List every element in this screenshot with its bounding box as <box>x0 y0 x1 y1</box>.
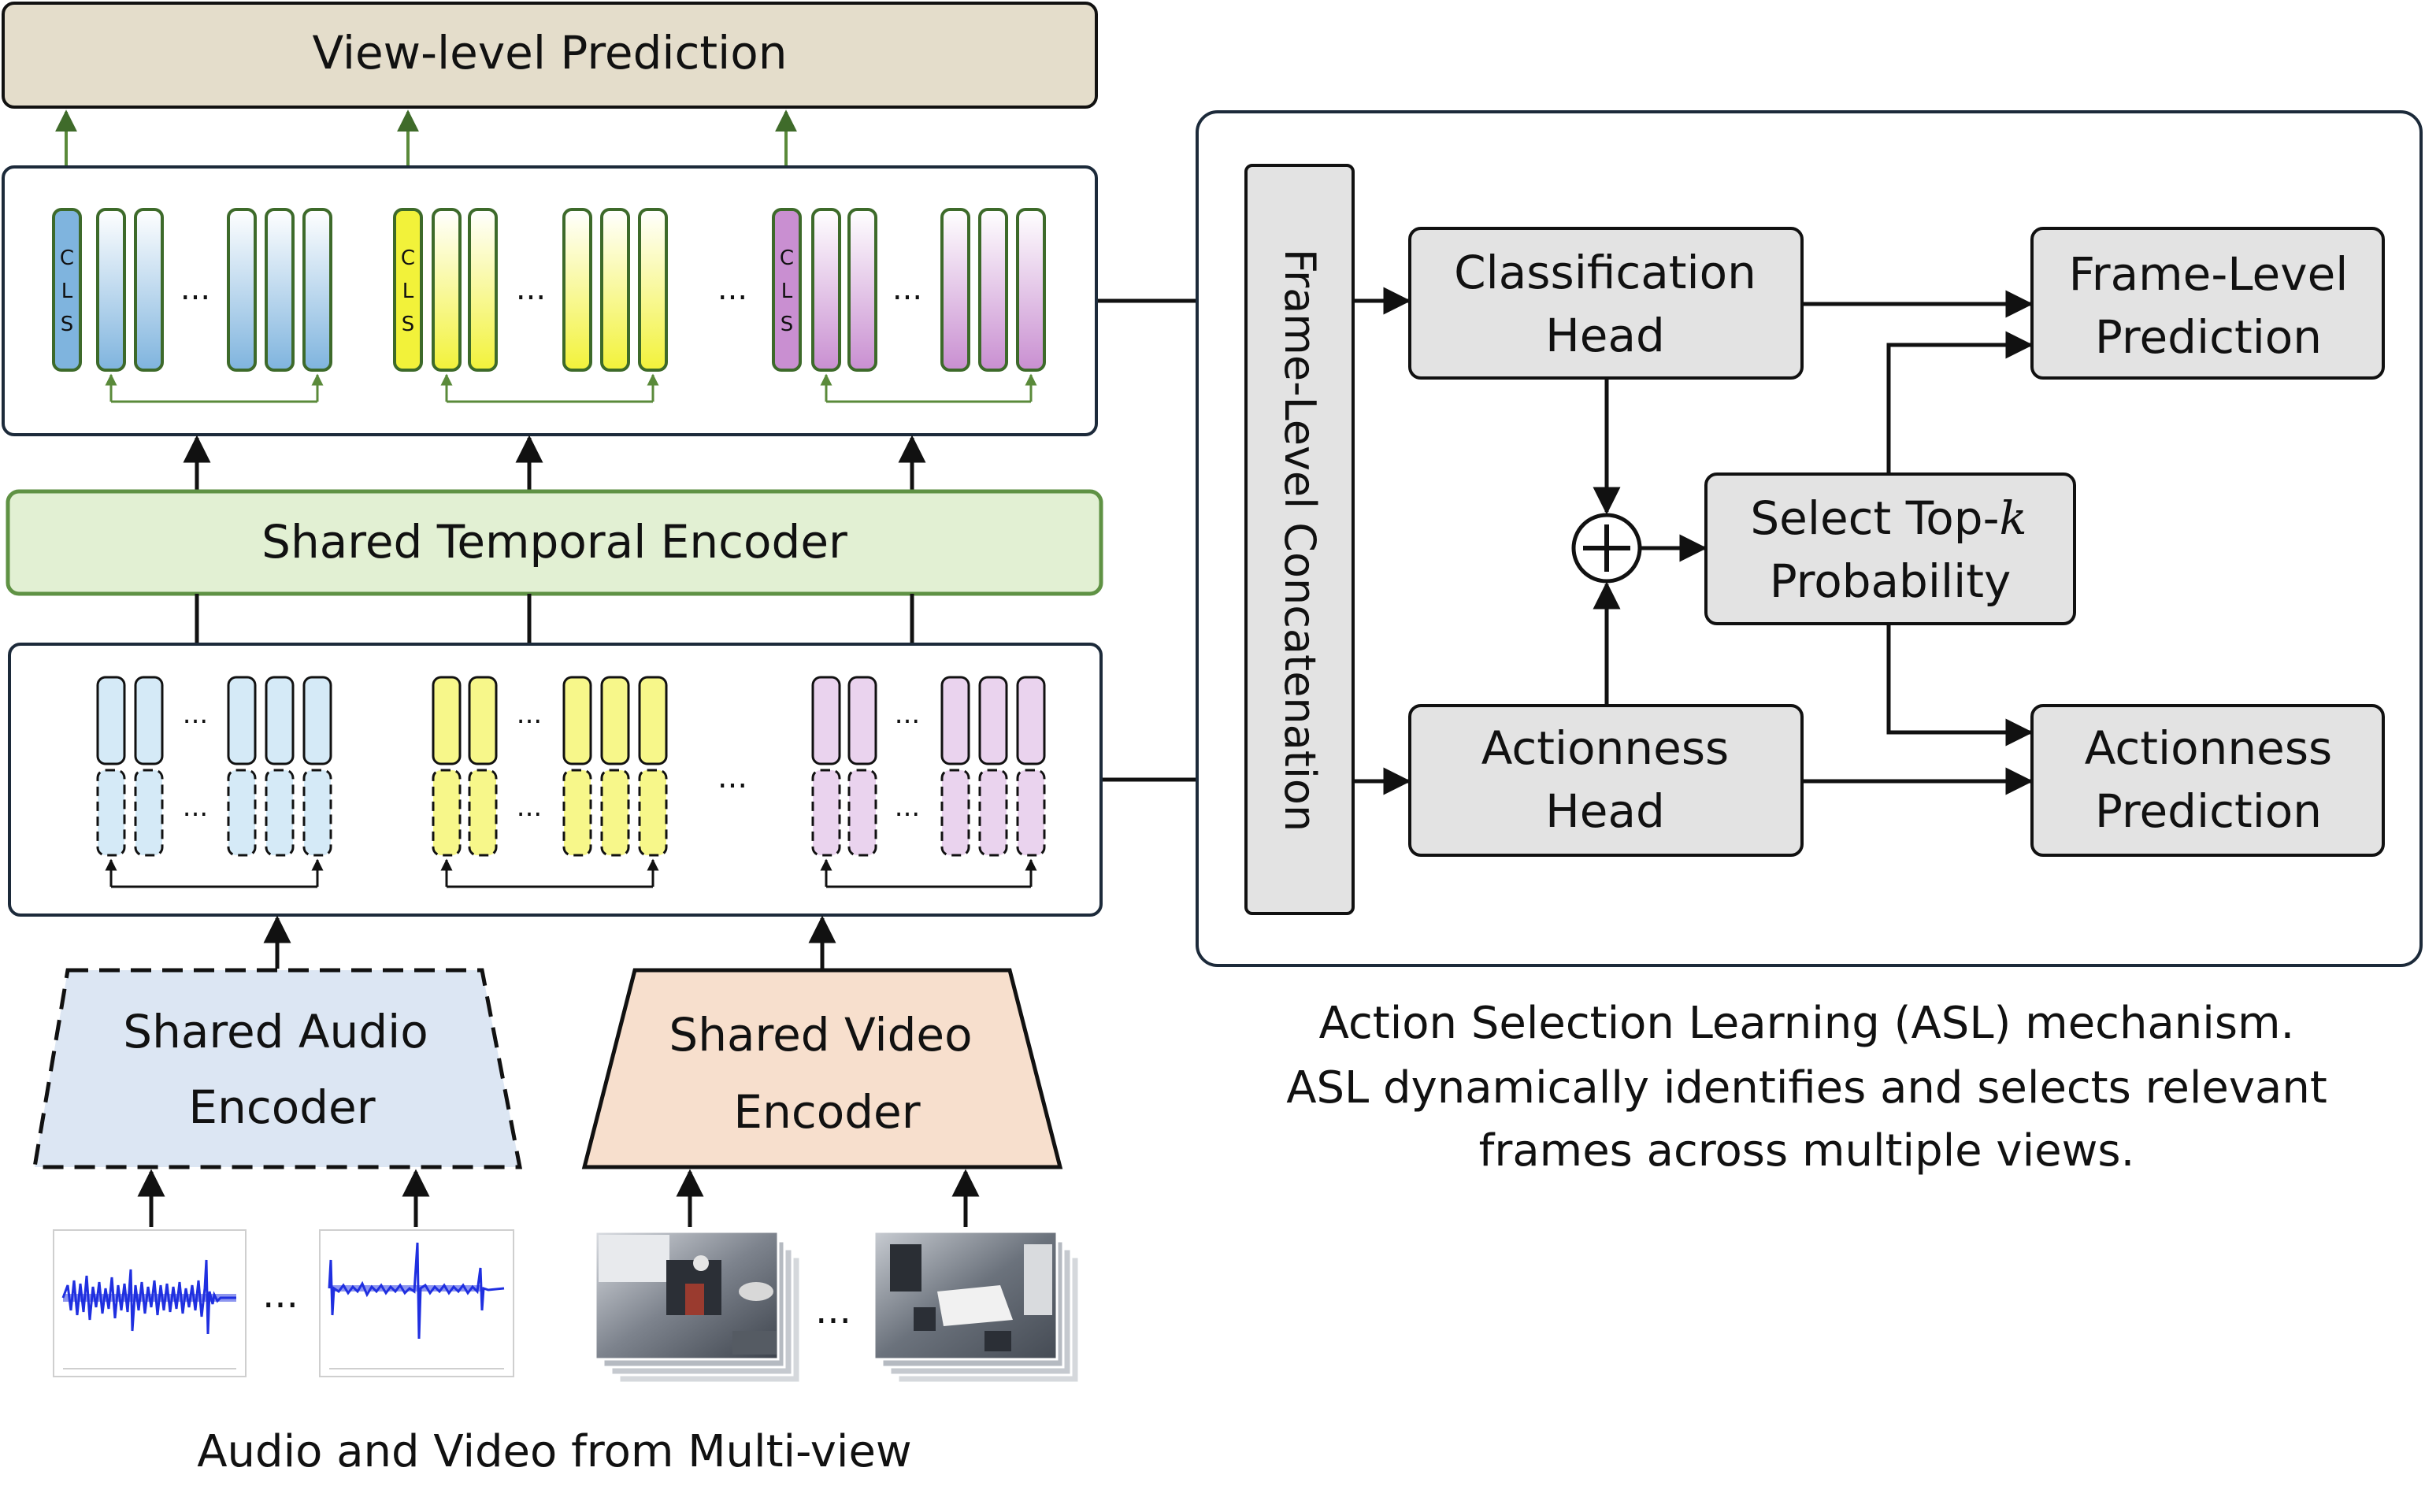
svg-text:frames across multiple views.: frames across multiple views. <box>1479 1125 2135 1177</box>
ellipsis: ... <box>815 1288 851 1332</box>
shared-temporal-encoder: Shared Temporal Encoder <box>6 489 1103 596</box>
token <box>1016 208 1046 372</box>
token-group-view-1: ... ... <box>96 676 332 888</box>
token <box>302 208 332 372</box>
token <box>96 208 126 372</box>
svg-text:C: C <box>780 246 794 270</box>
input-arrows <box>137 1169 980 1227</box>
cls-token-view-3: C L S <box>772 208 802 372</box>
svg-text:L: L <box>781 280 793 303</box>
ellipsis: ... <box>516 271 546 307</box>
svg-text:Actionness: Actionness <box>2085 721 2333 775</box>
token <box>811 208 841 372</box>
add-operator-icon <box>1571 513 1642 584</box>
svg-text:S: S <box>781 313 794 336</box>
token <box>562 208 592 372</box>
view-level-prediction-label: View-level Prediction <box>312 26 787 80</box>
svg-text:Frame-Level Concatenation: Frame-Level Concatenation <box>1275 249 1325 832</box>
ellipsis: ... <box>183 791 208 823</box>
encoder-to-tokens-arrows <box>183 435 926 491</box>
ellipsis: ... <box>717 759 747 795</box>
ellipsis: ... <box>892 271 922 307</box>
cls-token-view-2: C L S <box>393 208 423 372</box>
token <box>432 208 462 372</box>
svg-text:Actionness: Actionness <box>1481 721 1730 775</box>
ellipsis: ... <box>180 271 210 307</box>
ellipsis: ... <box>717 271 747 307</box>
svg-text:Encoder: Encoder <box>733 1085 920 1139</box>
token <box>468 208 498 372</box>
shared-audio-encoder: Shared Audio Encoder <box>32 968 523 1169</box>
frame-level-prediction: Frame-Level Prediction <box>2030 227 2385 380</box>
ellipsis: ... <box>895 699 920 730</box>
svg-text:Frame-Level: Frame-Level <box>2069 247 2349 301</box>
token <box>978 208 1008 372</box>
svg-text:Probability: Probability <box>1770 554 2012 608</box>
svg-text:Select Top-k: Select Top-k <box>1750 491 2026 545</box>
shared-temporal-encoder-label: Shared Temporal Encoder <box>261 515 847 569</box>
svg-text:Shared Video: Shared Video <box>669 1008 972 1062</box>
token <box>940 208 970 372</box>
frame-level-concatenation: Frame-Level Concatenation <box>1244 164 1355 915</box>
video-frames-view-2 <box>873 1230 1081 1384</box>
token <box>600 208 630 372</box>
ellipsis: ... <box>183 699 208 730</box>
ellipsis: ... <box>262 1273 298 1317</box>
ellipsis: ... <box>517 699 542 730</box>
svg-text:Encoder: Encoder <box>188 1080 375 1134</box>
inputs-caption: Audio and Video from Multi-view <box>197 1426 911 1477</box>
svg-text:Classification: Classification <box>1454 246 1756 299</box>
ellipsis: ... <box>895 791 920 823</box>
svg-text:C: C <box>60 246 74 270</box>
asl-caption: Action Selection Learning (ASL) mechanis… <box>1286 998 2327 1177</box>
token <box>134 208 164 372</box>
asl-mechanism-box: Frame-Level Concatenation Classification… <box>1196 110 2423 967</box>
svg-text:C: C <box>401 246 415 270</box>
token <box>265 208 295 372</box>
svg-text:L: L <box>61 280 73 303</box>
token <box>638 208 668 372</box>
svg-text:ASL dynamically identifies and: ASL dynamically identifies and selects r… <box>1286 1062 2327 1114</box>
token <box>847 208 877 372</box>
video-frames-view-1 <box>594 1230 802 1384</box>
svg-text:Shared Audio: Shared Audio <box>123 1005 428 1058</box>
svg-text:Head: Head <box>1545 784 1665 838</box>
token <box>227 208 257 372</box>
svg-text:S: S <box>61 313 74 336</box>
token-group-view-3: ... ... <box>811 676 1046 888</box>
audio-waveform-view-2 <box>319 1229 514 1377</box>
temporal-token-panel: C L S ... C L S ... ... C <box>2 165 1098 436</box>
svg-text:Prediction: Prediction <box>2095 310 2322 364</box>
view-level-prediction-box: View-level Prediction <box>2 2 1098 109</box>
svg-text:S: S <box>402 313 415 336</box>
classification-head: Classification Head <box>1408 227 1804 380</box>
svg-text:Action Selection Learning (ASL: Action Selection Learning (ASL) mechanis… <box>1319 998 2295 1049</box>
actionness-head: Actionness Head <box>1408 704 1804 857</box>
cls-token-view-1: C L S <box>52 208 82 372</box>
svg-text:Prediction: Prediction <box>2095 784 2322 838</box>
audio-waveform-view-1 <box>53 1229 247 1377</box>
token-group-view-2: ... ... <box>432 676 668 888</box>
svg-text:Head: Head <box>1545 309 1665 362</box>
select-top-k-probability: Select Top-k Probability <box>1704 472 2076 625</box>
modality-encoder-arrows <box>263 915 836 969</box>
actionness-prediction: Actionness Prediction <box>2030 704 2385 857</box>
tokens-to-encoder-lines <box>195 594 914 644</box>
ellipsis: ... <box>517 791 542 823</box>
svg-text:L: L <box>402 280 414 303</box>
input-token-panel: ... ... ... ... ... <box>8 643 1103 917</box>
shared-video-encoder: Shared Video Encoder <box>581 968 1063 1169</box>
